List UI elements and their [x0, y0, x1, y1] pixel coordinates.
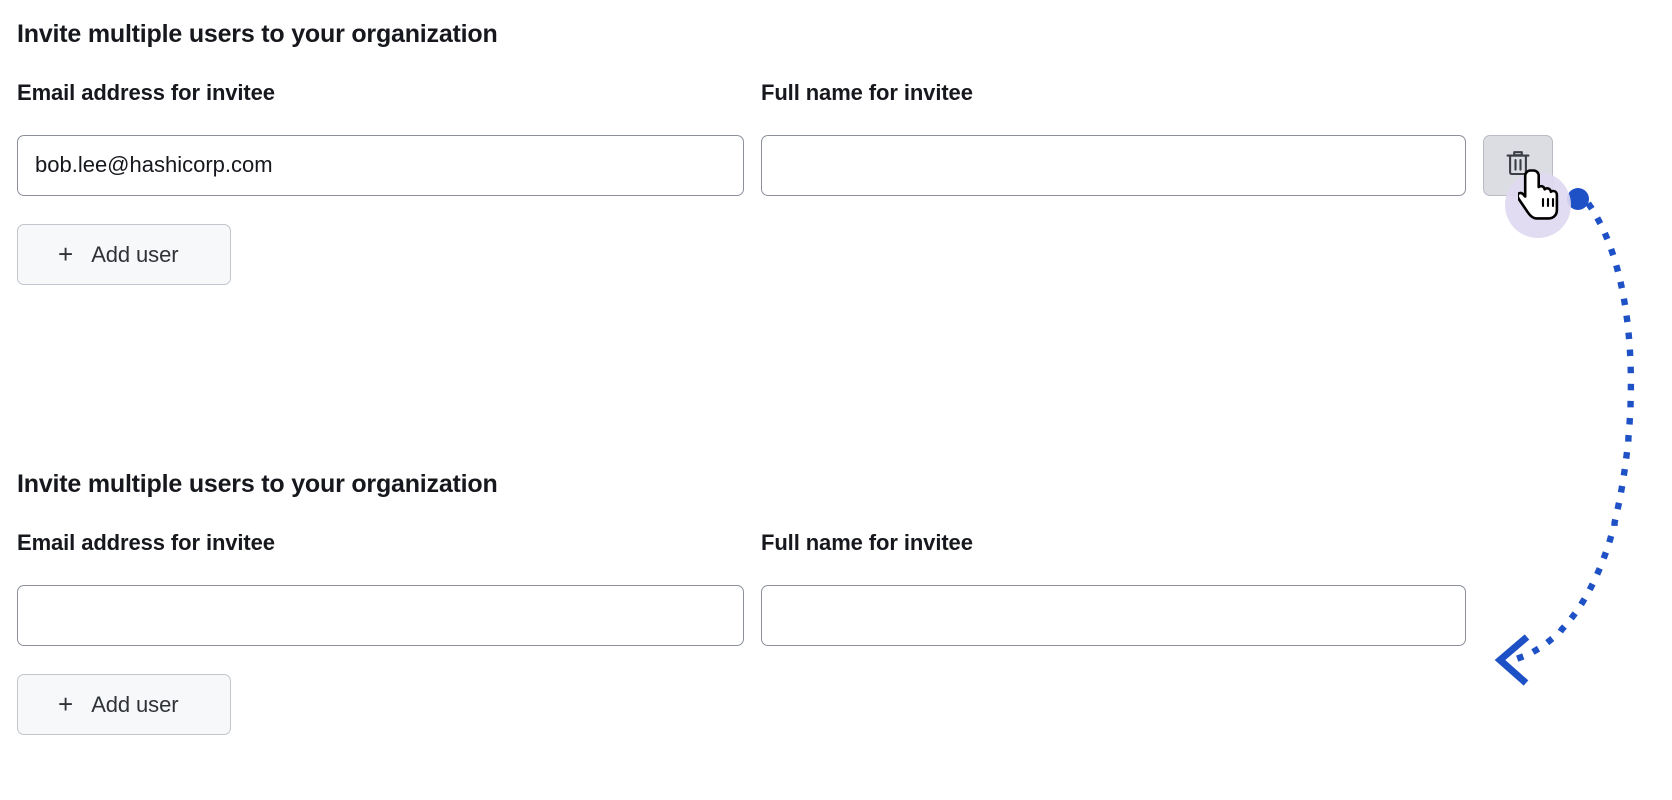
full-name-field-label: Full name for invitee: [761, 80, 973, 105]
page-title-2: Invite multiple users to your organizati…: [17, 470, 498, 498]
full-name-input[interactable]: [761, 135, 1466, 196]
annotation-dotted-curve: [1508, 201, 1635, 664]
email-input-2[interactable]: [17, 585, 744, 646]
page-title: Invite multiple users to your organizati…: [17, 20, 498, 48]
plus-icon: +: [58, 238, 74, 269]
pointer-hand-icon: [1516, 168, 1564, 224]
email-input[interactable]: bob.lee@hashicorp.com: [17, 135, 744, 196]
annotation-arrowhead-icon: [1494, 634, 1530, 686]
email-field-label: Email address for invitee: [17, 80, 275, 105]
add-user-button[interactable]: + Add user: [17, 224, 231, 285]
email-field-label-2: Email address for invitee: [17, 530, 275, 555]
full-name-input-2[interactable]: [761, 585, 1466, 646]
plus-icon-2: +: [58, 688, 74, 719]
add-user-label-2: Add user: [91, 691, 179, 717]
full-name-field-label-2: Full name for invitee: [761, 530, 973, 555]
add-user-label: Add user: [91, 241, 179, 267]
add-user-button-2[interactable]: + Add user: [17, 674, 231, 735]
